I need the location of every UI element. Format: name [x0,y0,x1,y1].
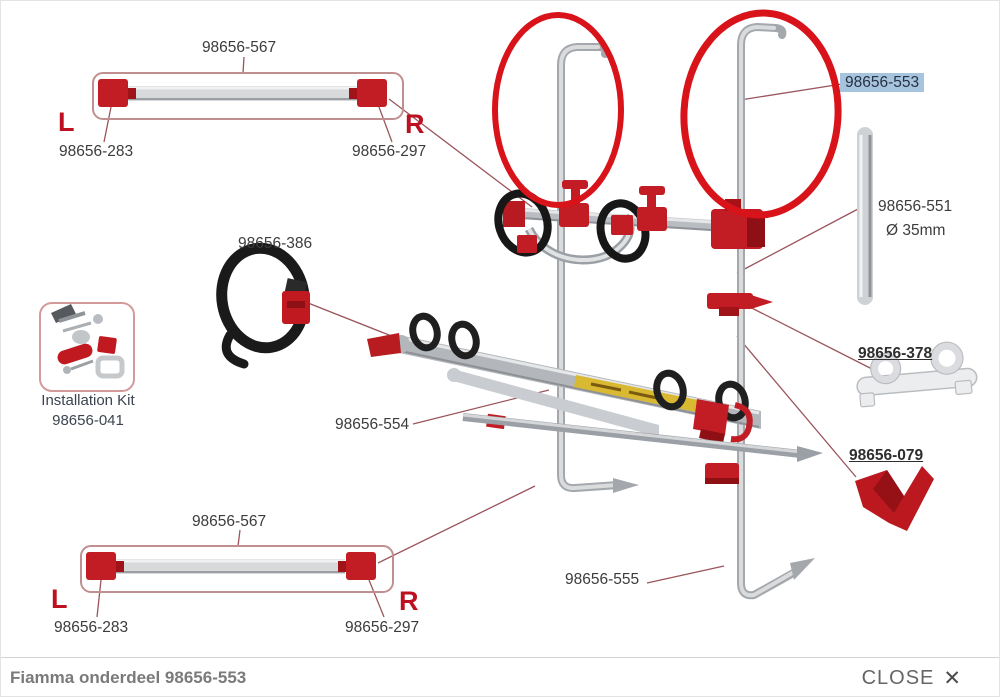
part-label-567-top: 98656-567 [201,39,277,56]
bottom-crossbar-assembly [80,545,394,593]
right-letter-bottom: R [399,586,419,616]
part-label-551-diameter: Ø 35mm [886,222,946,239]
right-letter-top: R [405,109,425,139]
part-label-297-top: 98656-297 [352,143,427,160]
left-letter-bottom: L [51,584,68,614]
red-knob-right [637,186,667,231]
annotation-ellipse-left [492,12,624,208]
parts-diagram [39,9,978,618]
top-crossbar-assembly [92,72,404,120]
part-label-386: 98656-386 [238,235,313,252]
ladder-right-rail [737,22,815,600]
part-label-378: 98656-378 [858,345,933,362]
lower-rail-clamp [705,463,739,484]
mid-rail-clamp [707,293,773,316]
strap-386 [216,242,310,369]
part-label-283-top: 98656-283 [59,143,134,160]
close-icon: ✕ [943,666,961,690]
bracket-378 [856,341,978,408]
part-label-553-highlighted: 98656-553 [840,73,925,93]
installation-kit-part: 98656-041 [52,412,124,429]
bike-carrier-rail [367,312,761,443]
part-label-551: 98656-551 [878,198,953,215]
footer-title: Fiamma onderdeel 98656-553 [10,668,247,687]
close-label: CLOSE [861,666,935,689]
part-label-297-bottom: 98656-297 [345,619,420,636]
part-label-283-bottom: 98656-283 [54,619,129,636]
part-label-555: 98656-555 [565,571,640,588]
left-letter-top: L [58,107,75,137]
annotation-ellipse-right [680,9,842,219]
corner-079 [855,466,934,531]
bike-strap-left [494,189,552,257]
part-label-079: 98656-079 [849,447,924,464]
leader-lines [96,56,873,618]
part-label-567-bottom: 98656-567 [191,513,267,530]
footer-bar: Fiamma onderdeel 98656-553 CLOSE ✕ [1,657,999,696]
rail-clamp-block [711,199,765,249]
part-label-554: 98656-554 [335,416,410,433]
installation-kit-label: Installation Kit [41,392,135,409]
ladder-lower-rung [462,413,823,462]
ladder-top-rung [494,180,765,265]
red-knob-left [559,180,589,227]
installation-kit-box [39,302,135,392]
tube-551 [857,127,873,305]
close-button[interactable]: CLOSE ✕ [862,666,961,691]
